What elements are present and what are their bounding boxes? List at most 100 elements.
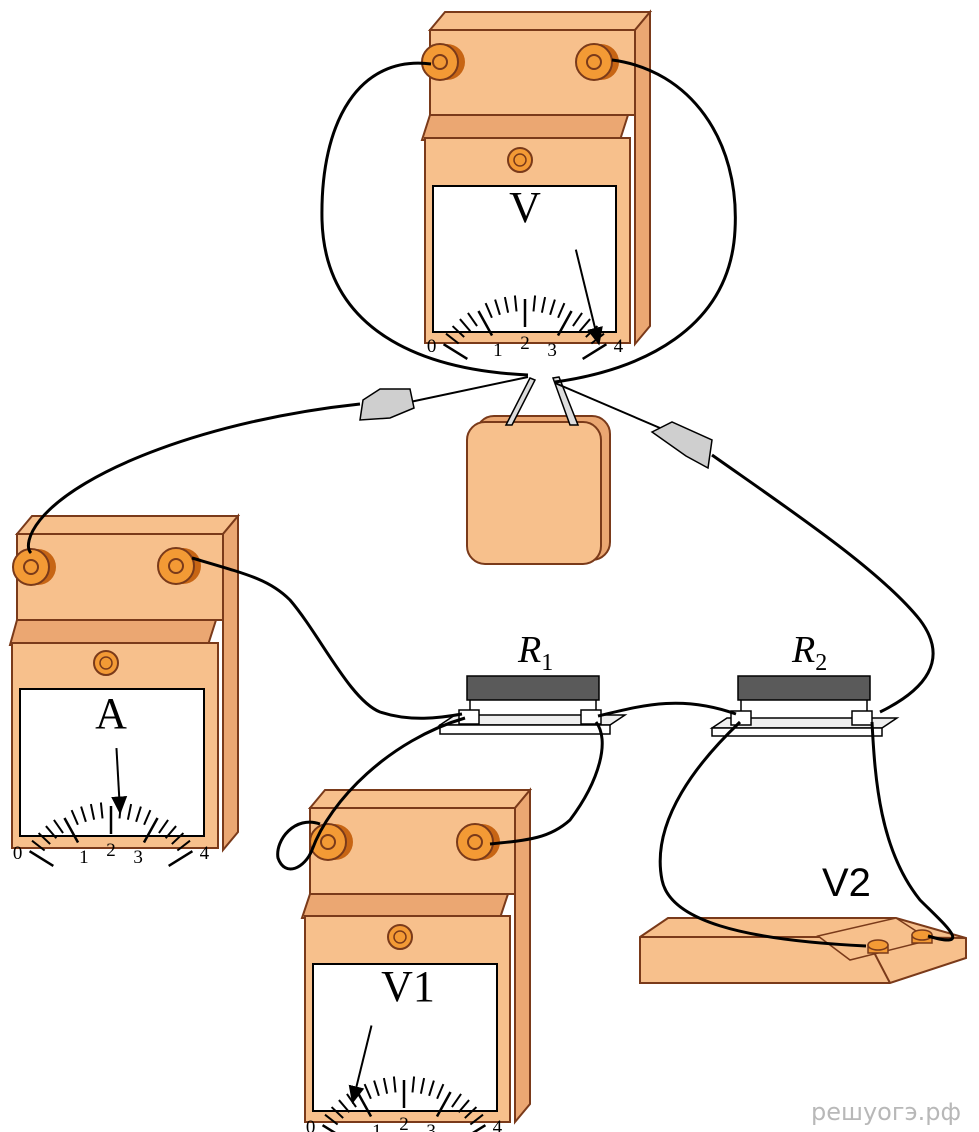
minor-tick [392,1076,397,1093]
minor-tick [330,1106,344,1119]
minor-tick [469,1113,484,1126]
minor-tick [557,302,566,319]
major-tick [63,817,80,844]
ammeter-symbol: A [95,689,127,738]
terminal-right [575,43,619,81]
terminal-right [456,823,500,861]
minor-tick [324,1113,339,1126]
major-tick [142,817,159,844]
minor-tick [419,1077,426,1094]
minor-tick [176,839,191,852]
minor-tick [532,295,537,312]
voltmeter-symbol: V [509,183,541,232]
scale-number: 4 [200,843,210,864]
major-tick [442,343,468,361]
minor-tick [451,325,465,338]
minor-tick [89,803,96,820]
zero-adjust-knob [507,147,533,173]
major-tick [435,1091,452,1118]
major-tick [556,310,573,337]
minor-tick [37,832,51,845]
wire [554,382,661,429]
major-tick [28,850,54,868]
power-source [466,376,611,565]
minor-tick [503,296,510,313]
minor-tick [164,825,177,839]
wire [191,556,463,720]
major-tick [168,850,194,868]
scale-number: 2 [399,1114,409,1132]
minor-tick [464,1106,478,1119]
scale-number: 1 [493,340,503,361]
terminal-left [421,43,465,81]
scale-number: 1 [372,1121,382,1132]
minor-tick [457,1099,470,1113]
resistor-r1: R1 [437,629,628,735]
minor-tick [572,312,583,327]
minor-tick [143,809,152,826]
scale-number: 2 [106,840,116,861]
minor-tick [513,295,518,312]
resistor-r2: R2 [709,629,900,737]
scale-number: 4 [493,1117,503,1132]
resistor-r2-label: R2 [791,629,827,676]
major-tick [321,1124,336,1132]
minor-tick [436,1083,445,1100]
probe-clip-left [359,388,415,421]
minor-tick [451,1093,462,1108]
minor-tick [540,296,547,313]
minor-tick [158,819,169,834]
minor-tick [171,832,185,845]
wire [409,376,529,403]
minor-tick [135,806,142,823]
scale-number: 0 [427,336,437,357]
major-tick [472,1124,487,1132]
terminal-left [12,548,56,586]
minor-tick [80,806,87,823]
terminal-right [157,547,201,585]
terminal [867,939,889,954]
minor-tick [382,1077,389,1094]
voltmeter-2-label: V2 [822,861,871,905]
wire [711,453,935,714]
wire [554,58,737,384]
voltmeter-1-symbol: V1 [381,962,435,1011]
wire [658,720,867,948]
major-tick [582,343,608,361]
minor-tick [411,1076,416,1093]
zero-adjust-knob [387,924,413,950]
minor-tick [445,332,460,345]
scale-number: 3 [547,340,557,361]
wire [26,402,361,555]
minor-tick [578,318,591,332]
minor-tick [484,302,493,319]
scale-number: 2 [520,333,530,354]
wire [276,716,466,871]
minor-tick [70,809,79,826]
minor-tick [373,1080,380,1097]
terminal [911,929,933,944]
voltmeter-1-needle [348,1025,373,1105]
voltmeter-2: V2 [639,861,967,984]
minor-tick [45,825,58,839]
minor-tick [338,1099,351,1113]
minor-tick [467,312,478,327]
probe-clip-right [650,421,713,470]
minor-tick [549,299,556,316]
wires [26,58,955,948]
scale-number: 0 [306,1117,316,1132]
minor-tick [99,802,104,819]
voltmeter-needle [574,249,603,346]
ammeter-needle [111,748,128,815]
minor-tick [494,299,501,316]
minor-tick [126,803,133,820]
watermark: решуогэ.рф [810,1098,961,1126]
minor-tick [428,1080,435,1097]
scale-number: 4 [614,336,624,357]
wire [597,701,737,718]
scale-number: 3 [133,847,143,868]
scale-number: 1 [79,847,89,868]
